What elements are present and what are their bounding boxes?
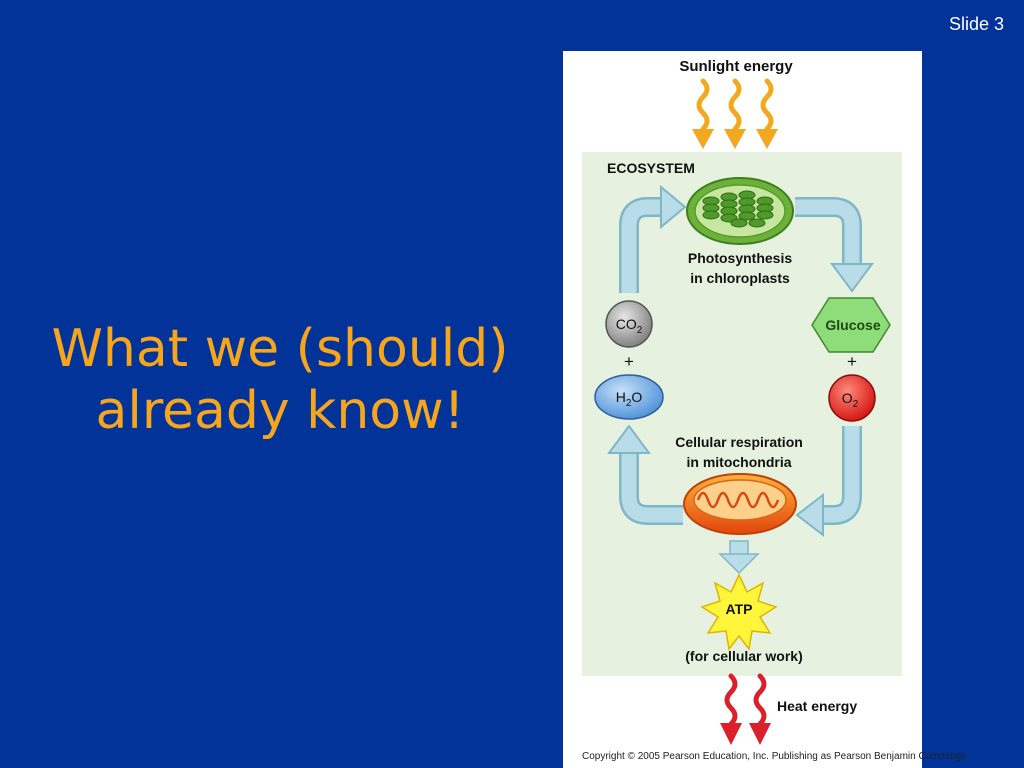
respiration-label-line-1: Cellular respiration bbox=[675, 434, 803, 450]
sunlight-arrowheads bbox=[692, 129, 778, 149]
sunlight-arrow-1 bbox=[696, 78, 710, 132]
arrow-chloroplast-to-glucose bbox=[795, 197, 874, 293]
glucose-molecule: Glucose bbox=[811, 297, 891, 353]
h2o-label: H2O bbox=[616, 389, 643, 409]
respiration-label-line-2: in mitochondria bbox=[687, 454, 792, 470]
sunlight-arrow-3 bbox=[760, 78, 774, 132]
sunlight-energy-label: Sunlight energy bbox=[679, 58, 793, 75]
photosynthesis-label-line-2: in chloroplasts bbox=[690, 270, 790, 286]
heat-arrowheads bbox=[720, 723, 771, 745]
arrow-o2-to-mitochondria bbox=[795, 426, 862, 538]
arrow-co2-to-chloroplast bbox=[619, 184, 687, 293]
sunlight-arrows bbox=[696, 78, 774, 132]
heat-energy-label: Heat energy bbox=[777, 698, 857, 714]
chloroplast-icon bbox=[686, 177, 794, 245]
sunlight-arrow-2 bbox=[728, 78, 742, 132]
cellular-work-label: (for cellular work) bbox=[685, 648, 802, 664]
arrow-to-atp bbox=[718, 540, 760, 575]
diagram-canvas: Sunlight energy ECOSYSTEM bbox=[563, 51, 966, 768]
arrow-mitochondria-to-h2o bbox=[607, 424, 683, 525]
heat-arrows bbox=[724, 673, 767, 727]
title-line-2: already know! bbox=[95, 381, 465, 441]
slide-number: Slide 3 bbox=[948, 14, 1004, 34]
glucose-label: Glucose bbox=[825, 317, 880, 333]
plus-sign-right: + bbox=[847, 352, 857, 371]
ecosystem-label: ECOSYSTEM bbox=[607, 160, 695, 176]
heat-arrow-2 bbox=[753, 673, 767, 727]
o2-label: O2 bbox=[842, 390, 859, 410]
plus-sign-left: + bbox=[624, 352, 634, 371]
co2-label: CO2 bbox=[616, 316, 643, 336]
atp-label: ATP bbox=[726, 601, 753, 617]
heat-arrow-1 bbox=[724, 673, 738, 727]
co2-molecule: CO2 bbox=[605, 300, 653, 348]
mitochondrion-icon bbox=[683, 473, 797, 535]
copyright-text: Copyright © 2005 Pearson Education, Inc.… bbox=[582, 751, 966, 762]
h2o-molecule: H2O bbox=[594, 374, 664, 420]
photosynthesis-label-line-1: Photosynthesis bbox=[688, 250, 792, 266]
title-line-1: What we (should) bbox=[51, 319, 509, 379]
o2-molecule: O2 bbox=[828, 374, 876, 422]
cycle-diagram: Sunlight energy ECOSYSTEM bbox=[563, 51, 966, 768]
atp-starburst: ATP bbox=[700, 573, 778, 651]
slide-title: What we (should) already know! bbox=[20, 318, 540, 442]
